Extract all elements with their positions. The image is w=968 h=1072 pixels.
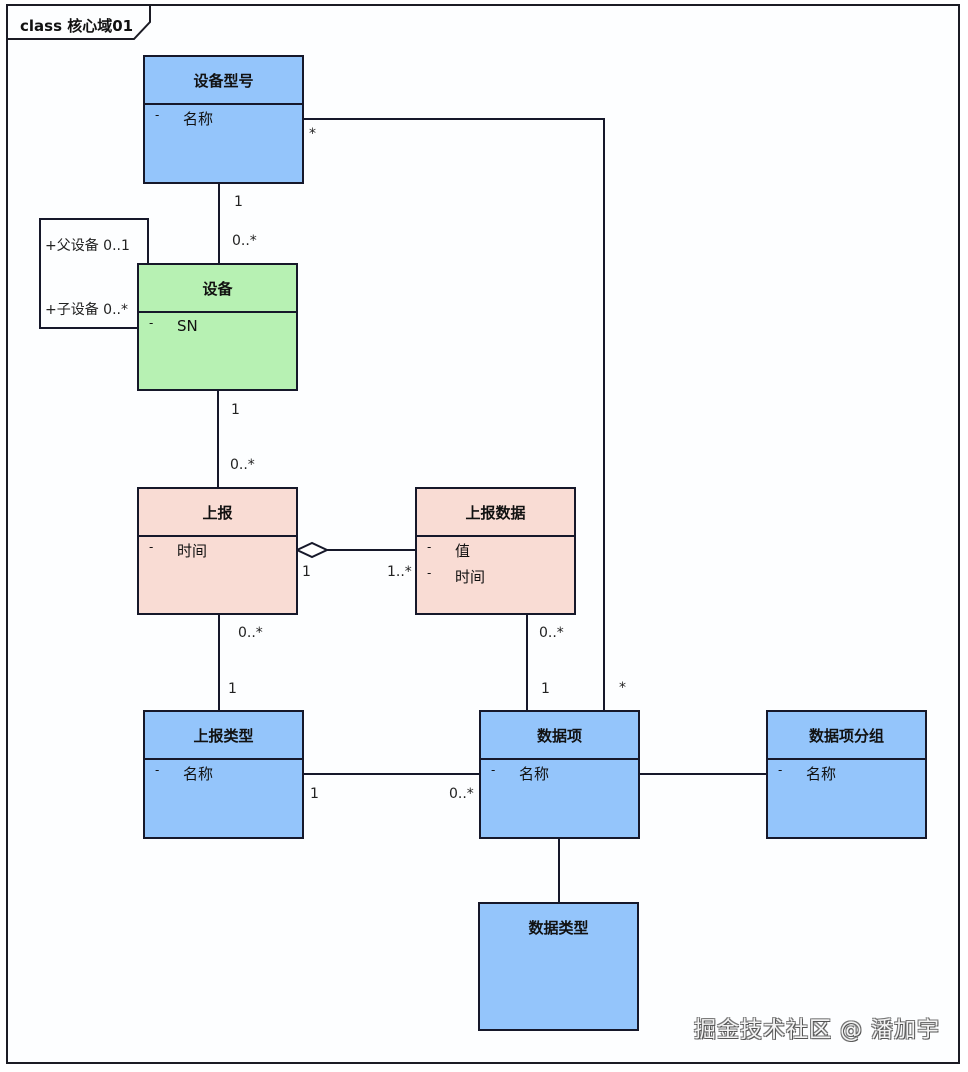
class-name: 上报类型 [145, 712, 302, 760]
class-data-item-group[interactable]: 数据项分组 - 名称 [766, 710, 927, 839]
multiplicity: * [309, 126, 316, 142]
multiplicity: 1 [302, 564, 311, 580]
multiplicity: 1..* [387, 564, 412, 580]
attribute-row[interactable]: - 名称 [145, 105, 302, 131]
frame-tab-shape [6, 4, 151, 40]
attribute-row[interactable]: - 名称 [145, 760, 302, 786]
multiplicity: 1 [228, 681, 237, 697]
frame-title-tab: class 核心域01 [6, 4, 152, 40]
role-parent-device: +父设备 0..1 [45, 238, 130, 254]
class-report[interactable]: 上报 - 时间 [137, 487, 298, 615]
attribute-row[interactable]: - 值 [417, 537, 574, 563]
attribute-name: 名称 [806, 764, 837, 783]
class-name: 数据项分组 [768, 712, 925, 760]
attribute-row[interactable]: - 时间 [417, 563, 574, 589]
class-device-model[interactable]: 设备型号 - 名称 [143, 55, 304, 184]
class-name: 设备 [139, 265, 296, 313]
attribute-name: 时间 [177, 541, 208, 560]
attribute-row[interactable]: - 时间 [139, 537, 296, 563]
multiplicity: 1 [231, 402, 240, 418]
attribute-name: 值 [455, 541, 471, 560]
visibility-marker: - [155, 108, 160, 122]
class-report-data[interactable]: 上报数据 - 值 - 时间 [415, 487, 576, 615]
class-name: 设备型号 [145, 57, 302, 105]
attribute-name: 名称 [183, 764, 214, 783]
attribute-row[interactable]: - SN [139, 313, 296, 339]
class-report-type[interactable]: 上报类型 - 名称 [143, 710, 304, 839]
role-child-device: +子设备 0..* [45, 302, 128, 318]
class-data-item[interactable]: 数据项 - 名称 [479, 710, 640, 839]
multiplicity: * [619, 680, 626, 696]
visibility-marker: - [778, 763, 783, 777]
class-name: 数据项 [481, 712, 638, 760]
attribute-name: 时间 [455, 567, 486, 586]
link-model-dataitem[interactable] [303, 118, 605, 711]
multiplicity: 0..* [232, 233, 257, 249]
visibility-marker: - [427, 566, 432, 580]
multiplicity: 0..* [539, 625, 564, 641]
multiplicity: 0..* [230, 457, 255, 473]
aggregation-diamond-icon [294, 541, 330, 559]
watermark: 掘金技术社区 @ 潘加宇 [694, 1018, 940, 1043]
class-data-type[interactable]: 数据类型 [478, 902, 639, 1031]
visibility-marker: - [155, 763, 160, 777]
visibility-marker: - [149, 540, 154, 554]
attribute-name: 名称 [519, 764, 550, 783]
frame-title: class 核心域01 [20, 17, 134, 35]
class-name: 上报 [139, 489, 296, 537]
link-device-self[interactable] [39, 218, 149, 329]
multiplicity: 0..* [449, 786, 474, 802]
multiplicity: 1 [234, 194, 243, 210]
attribute-name: 名称 [183, 109, 214, 128]
class-device[interactable]: 设备 - SN [137, 263, 298, 391]
visibility-marker: - [427, 540, 432, 554]
attribute-name: SN [177, 317, 198, 335]
attribute-row[interactable]: - 名称 [768, 760, 925, 786]
attribute-row[interactable]: - 名称 [481, 760, 638, 786]
visibility-marker: - [149, 316, 154, 330]
multiplicity: 0..* [238, 625, 263, 641]
class-name: 数据类型 [528, 918, 589, 937]
class-name: 上报数据 [417, 489, 574, 537]
visibility-marker: - [491, 763, 496, 777]
multiplicity: 1 [541, 681, 550, 697]
multiplicity: 1 [310, 786, 319, 802]
